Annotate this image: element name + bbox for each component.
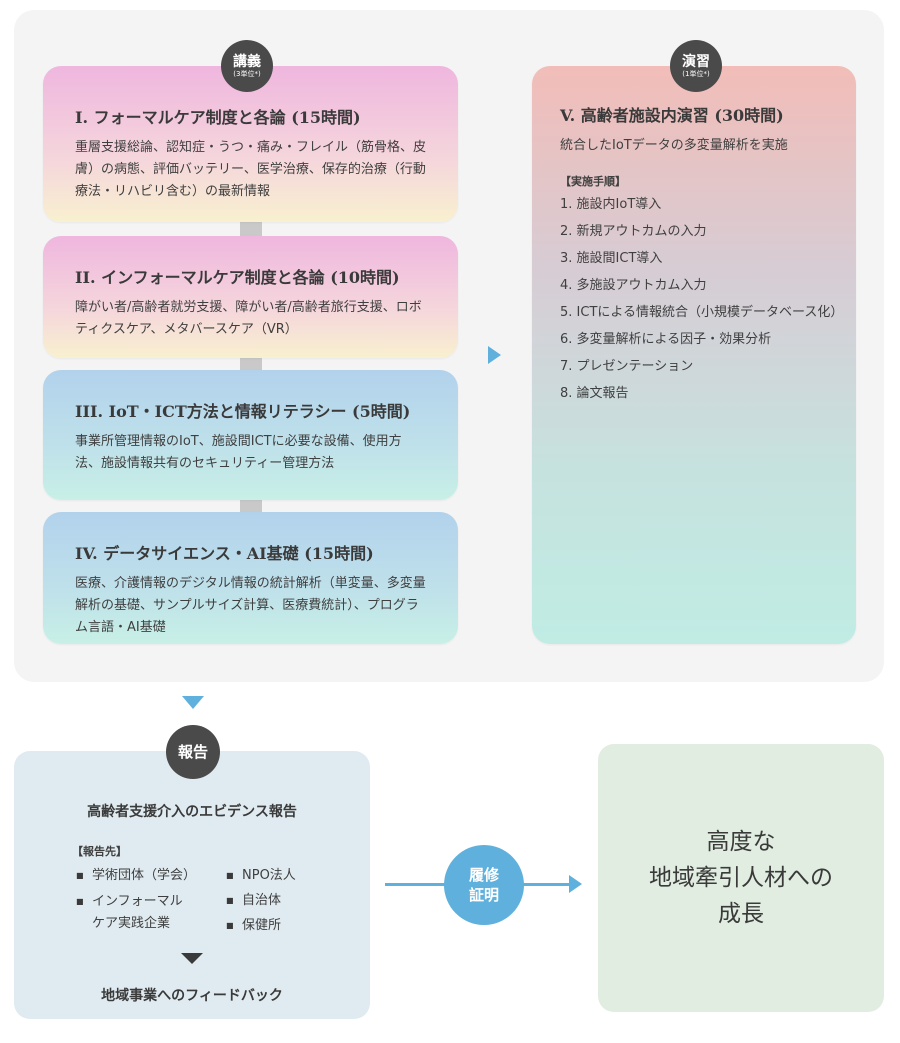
card-title: I. フォーマルケア制度と各論 (15時間) (75, 108, 361, 127)
list-item: 6. 多変量解析による因子・効果分析 (560, 332, 772, 347)
arrow-down-icon (182, 696, 204, 709)
card-title: IV. データサイエンス・AI基礎 (15時間) (75, 544, 374, 563)
list-item: 1. 施設内IoT導入 (560, 197, 662, 212)
lecture-card-1: I. フォーマルケア制度と各論 (15時間) 重層支援総論、認知症・うつ・痛み・… (43, 66, 458, 222)
badge-label: 報告 (177, 743, 208, 761)
list-item: NPO法人 (226, 865, 336, 887)
list-item: 3. 施設間ICT導入 (560, 251, 663, 266)
list-item: インフォーマル ケア実践企業 (76, 891, 216, 935)
arrow-down-icon (181, 953, 203, 964)
badge-label: 講義 (233, 53, 261, 70)
arrow-right-icon (488, 346, 501, 364)
card-title: III. IoT・ICT方法と情報リテラシー (5時間) (75, 402, 411, 421)
practice-card: V. 高齢者施設内演習 (30時間) 統合したIoTデータの多変量解析を実施 【… (532, 66, 856, 644)
report-dest-list-1: 学術団体（学会） インフォーマル ケア実践企業 (76, 865, 216, 939)
practice-title: V. 高齢者施設内演習 (30時間) (560, 106, 784, 125)
badge-sublabel: (1単位*) (682, 69, 710, 78)
card-body: 障がい者/高齢者就労支援、障がい者/高齢者旅行支援、ロボティクスケア、メタバース… (75, 300, 422, 337)
list-item: 5. ICTによる情報統合（小規模データベース化） (560, 305, 844, 320)
card-title: II. インフォーマルケア制度と各論 (10時間) (75, 268, 400, 287)
list-item: 7. プレゼンテーション (560, 359, 694, 374)
lecture-card-3: III. IoT・ICT方法と情報リテラシー (5時間) 事業所管理情報のIoT… (43, 370, 458, 500)
report-title: 高齢者支援介入のエビデンス報告 (87, 804, 297, 820)
connector (240, 220, 262, 238)
list-item: 4. 多施設アウトカム入力 (560, 278, 707, 293)
certificate-badge: 履修 証明 (444, 845, 524, 925)
list-item: 学術団体（学会） (76, 865, 216, 887)
connector (240, 356, 262, 372)
report-box: 高齢者支援介入のエビデンス報告 【報告先】 学術団体（学会） インフォーマル ケ… (14, 751, 370, 1019)
lecture-badge: 講義 (3単位*) (221, 40, 273, 92)
certificate-line-1: 履修 (468, 866, 499, 884)
list-item: 保健所 (226, 915, 336, 937)
badge-sublabel: (3単位*) (233, 69, 261, 78)
card-body: 医療、介護情報のデジタル情報の統計解析（単変量、多変量解析の基礎、サンプルサイズ… (75, 576, 426, 635)
badge-label: 演習 (682, 53, 710, 70)
report-dest-header: 【報告先】 (72, 845, 127, 858)
result-box: 高度な 地域牽引人材への 成長 (598, 744, 884, 1012)
connector (240, 498, 262, 514)
practice-subtitle: 統合したIoTデータの多変量解析を実施 (560, 138, 788, 153)
lecture-card-4: IV. データサイエンス・AI基礎 (15時間) 医療、介護情報のデジタル情報の… (43, 512, 458, 644)
steps-list: 1. 施設内IoT導入 2. 新規アウトカムの入力 3. 施設間ICT導入 4.… (560, 191, 844, 407)
lecture-card-2: II. インフォーマルケア制度と各論 (10時間) 障がい者/高齢者就労支援、障… (43, 236, 458, 358)
practice-badge: 演習 (1単位*) (670, 40, 722, 92)
list-item: 2. 新規アウトカムの入力 (560, 224, 707, 239)
steps-header: 【実施手順】 (560, 175, 626, 188)
card-body: 重層支援総論、認知症・うつ・痛み・フレイル（筋骨格、皮膚）の病態、評価バッテリー… (75, 140, 427, 199)
result-text: 高度な 地域牽引人材への 成長 (649, 829, 833, 927)
report-dest-list-2: NPO法人 自治体 保健所 (226, 865, 336, 941)
list-item: 8. 論文報告 (560, 386, 629, 401)
report-badge: 報告 (166, 725, 220, 779)
card-body: 事業所管理情報のIoT、施設間ICTに必要な設備、使用方法、施設情報共有のセキュ… (75, 434, 402, 471)
arrow-right-icon (569, 875, 582, 893)
list-item: 自治体 (226, 890, 336, 912)
report-feedback: 地域事業へのフィードバック (101, 988, 283, 1004)
certificate-line-2: 証明 (468, 886, 499, 904)
